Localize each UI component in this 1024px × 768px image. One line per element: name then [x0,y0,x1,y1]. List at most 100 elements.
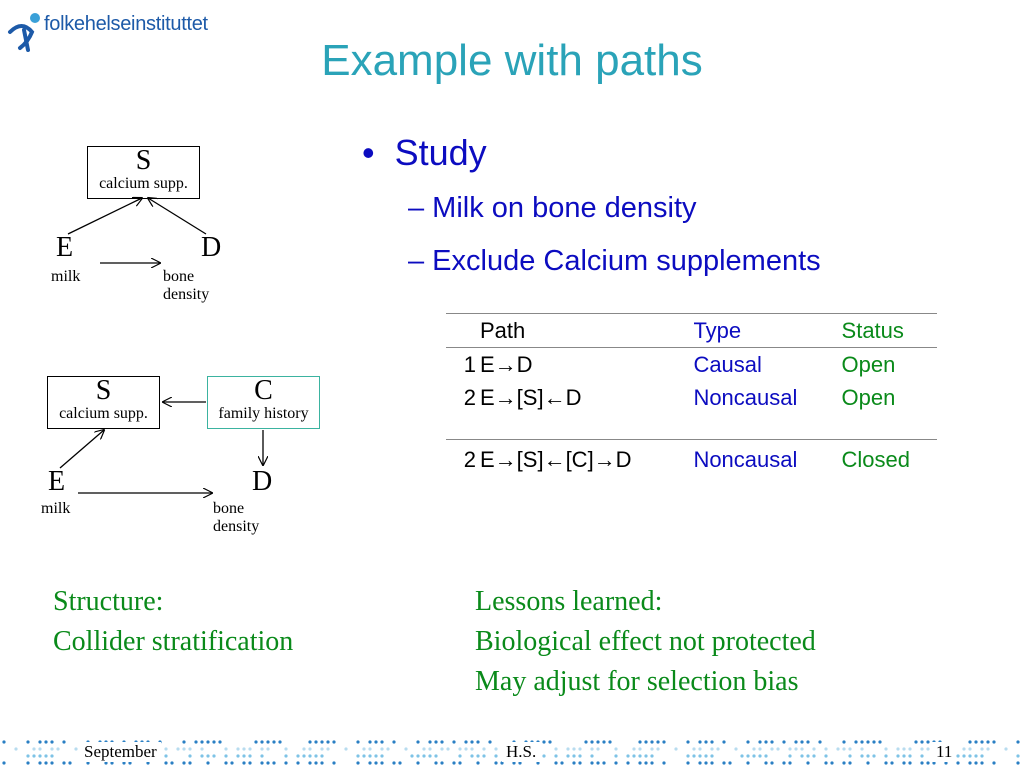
footer-dot [764,754,768,758]
footer-dot [752,754,756,758]
footer-dot [860,747,864,751]
footer-dot [422,747,426,751]
footer-dot [920,740,924,744]
footer-dot [902,761,906,765]
footer-dot [746,740,750,744]
footer-dot [422,754,426,758]
footer-dot [434,740,438,744]
diagram-2-arrows [59,0,340,540]
row-path: E→[S]←[C]→D [476,439,690,480]
footer-dot [206,754,210,758]
footer-dot [428,740,432,744]
row-num: 2 [463,384,476,410]
footer-dot [638,754,642,758]
footer-dot [602,740,606,744]
footer-dot [590,761,594,765]
footer-dot [242,761,246,765]
footer-dot [500,761,504,765]
footer-dot [578,754,582,758]
lessons-heading: Lessons learned: [475,586,663,617]
footer-dot [590,747,594,751]
node-d-1-letter: D [201,232,222,263]
lessons-text-2: May adjust for selection bias [475,666,799,697]
footer-dot [398,761,402,765]
footer-dot [860,740,864,744]
footer-dot [302,747,306,751]
footer-dot [458,754,462,758]
row-type: Noncausal [693,384,798,410]
footer-date: September [80,742,161,762]
node-s-2-label: calcium supp. [59,405,148,422]
footer-dot [674,747,678,751]
footer-dot [812,747,816,751]
footer-dot [746,761,750,765]
footer-dot [494,761,498,765]
footer-dot [320,747,324,751]
footer-dot [920,747,924,751]
sub-bullet-exclude: – Exclude Calcium supplements [408,245,821,277]
footer-dot [122,761,126,765]
footer-dot [842,740,846,744]
footer-dot [644,740,648,744]
footer-dot [32,747,36,751]
footer-dot [518,761,522,765]
footer-dot [296,754,300,758]
node-s-2: S calcium supp. [47,376,160,429]
footer-dot [188,747,192,751]
footer-dot [650,761,654,765]
footer-dot [476,754,480,758]
footer-dot [770,740,774,744]
footer-dot [380,740,384,744]
footer-dot [698,747,702,751]
footer-dot [656,740,660,744]
footer-dot [908,761,912,765]
footer-dot [56,747,60,751]
footer-dot [710,747,714,751]
footer-dot [464,747,468,751]
footer-dot [476,761,480,765]
footer-dot [2,740,6,744]
footer-dot [308,747,312,751]
footer-dot [692,747,696,751]
footer-dot [980,754,984,758]
footer-dot [638,740,642,744]
footer-dot [542,754,546,758]
footer-dot [872,740,876,744]
footer-dot [806,740,810,744]
footer-dot [806,754,810,758]
footer-dot [272,740,276,744]
footer-dot [866,761,870,765]
footer-dot [596,740,600,744]
footer-dot [590,740,594,744]
footer-dot [50,747,54,751]
footer-dot [440,740,444,744]
footer-dot [494,754,498,758]
footer-dot [830,761,834,765]
footer-dot [722,761,726,765]
footer-dot [182,740,186,744]
footer-dot [992,740,996,744]
footer-dot [374,740,378,744]
footer-dot [314,754,318,758]
footer-dot [512,761,516,765]
footer-dot [956,761,960,765]
footer-dot [704,754,708,758]
footer-dot [782,761,786,765]
footer-dot [728,761,732,765]
footer-dot [788,747,792,751]
footer-dot [770,761,774,765]
footer-dot [494,747,498,751]
structure-text: Collider stratification [53,626,294,657]
footer-dot [752,747,756,751]
footer-dot [260,740,264,744]
row-num: 1 [463,351,476,377]
paths-table: Path Type Status 1 E→D Causal Open 2 E→[… [446,313,937,480]
footer-dot [260,747,264,751]
footer-dot [926,761,930,765]
node-e-1-letter: E [56,232,74,263]
footer-dot [284,754,288,758]
footer-dot [458,747,462,751]
footer-dot [188,754,192,758]
footer-dot [428,747,432,751]
footer-dot [686,754,690,758]
